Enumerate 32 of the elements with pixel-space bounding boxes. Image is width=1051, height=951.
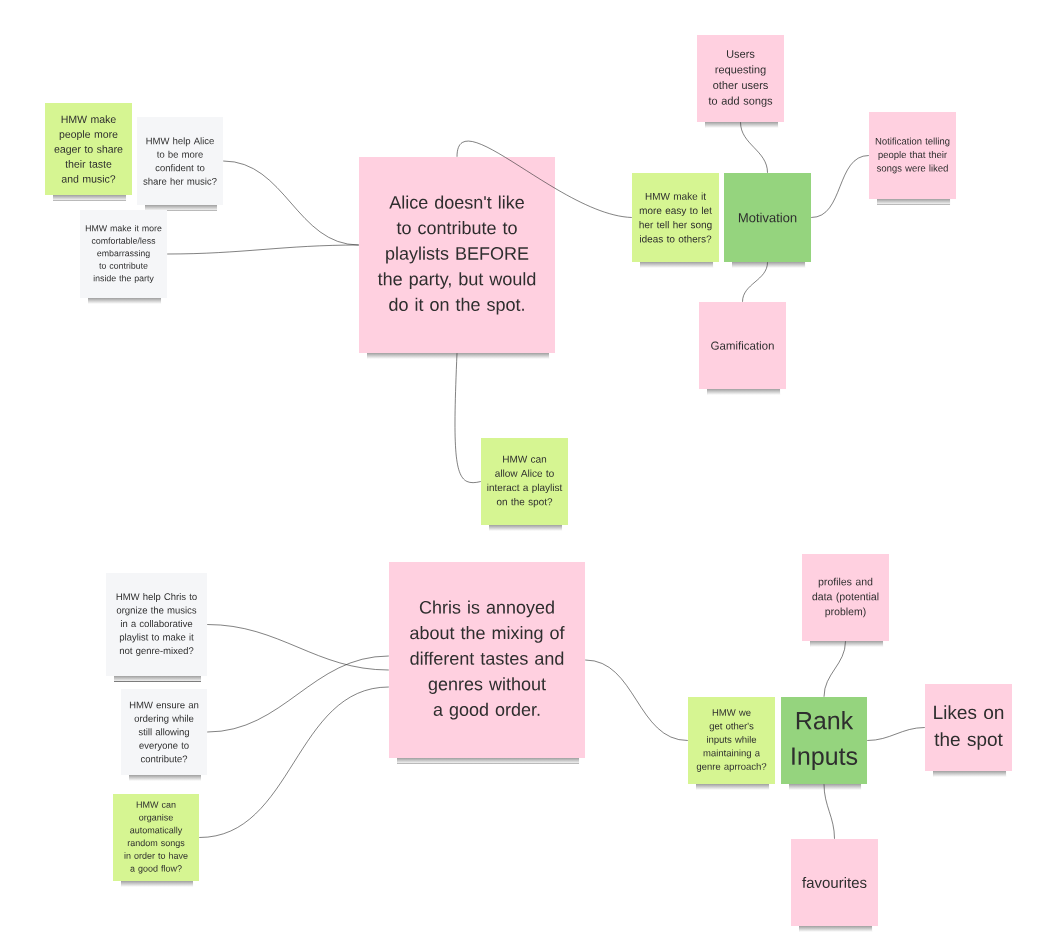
sticky-note: HMW can organise automatically random songs in order to have a good flow? [113,794,199,887]
sticky-note: Alice doesn't like to contribute to playlists BEFORE the party, but would do it on the spot. [359,157,555,359]
sticky-note: HMW help Alice to be more confident to share her music? [137,117,223,211]
connector [823,783,835,840]
sticky-note: Gamification [699,302,786,395]
sticky-note: HMW make it more easy to let her tell her song ideas to others? [632,173,719,268]
sticky-note: Motivation [724,173,811,268]
sticky-note: Likes on the spot [925,684,1012,777]
sticky-note: Chris is annoyed about the mixing of different tastes and genres without a good order. [389,562,585,764]
sticky-note: favourites [791,839,878,932]
connector [454,352,482,483]
connector [740,121,768,174]
sticky-note: profiles and data (potential problem) [802,554,889,647]
connector [198,686,390,838]
connector [866,727,926,741]
sticky-note: Users requesting other users to add songs [697,35,784,128]
connector [206,655,390,733]
sticky-note: HMW make people more eager to share their taste and music? [45,103,132,201]
sticky-note: HMW can allow Alice to interact a playlist on the spot? [481,438,568,531]
sticky-note: HMW help Chris to orgnize the musics in a collaborative playlist to make it not genre-mixed? [106,573,207,682]
connector [823,640,846,698]
connector [456,141,633,218]
sticky-note: Notification telling people that their songs were liked [869,112,956,205]
sticky-note: HMW make it more comfortable/less embarrassing to contribute inside the party [80,210,167,304]
connector [584,659,689,741]
connector [742,261,768,303]
connector [206,624,390,671]
connector [810,155,870,218]
connector [166,244,360,255]
sticky-note: HMW we get other's inputs while maintaining a genre aprroach? [688,697,775,790]
sticky-note: HMW ensure an ordering while still allowing everyone to contribute? [121,689,207,781]
sticky-note: Rank Inputs [781,697,867,790]
